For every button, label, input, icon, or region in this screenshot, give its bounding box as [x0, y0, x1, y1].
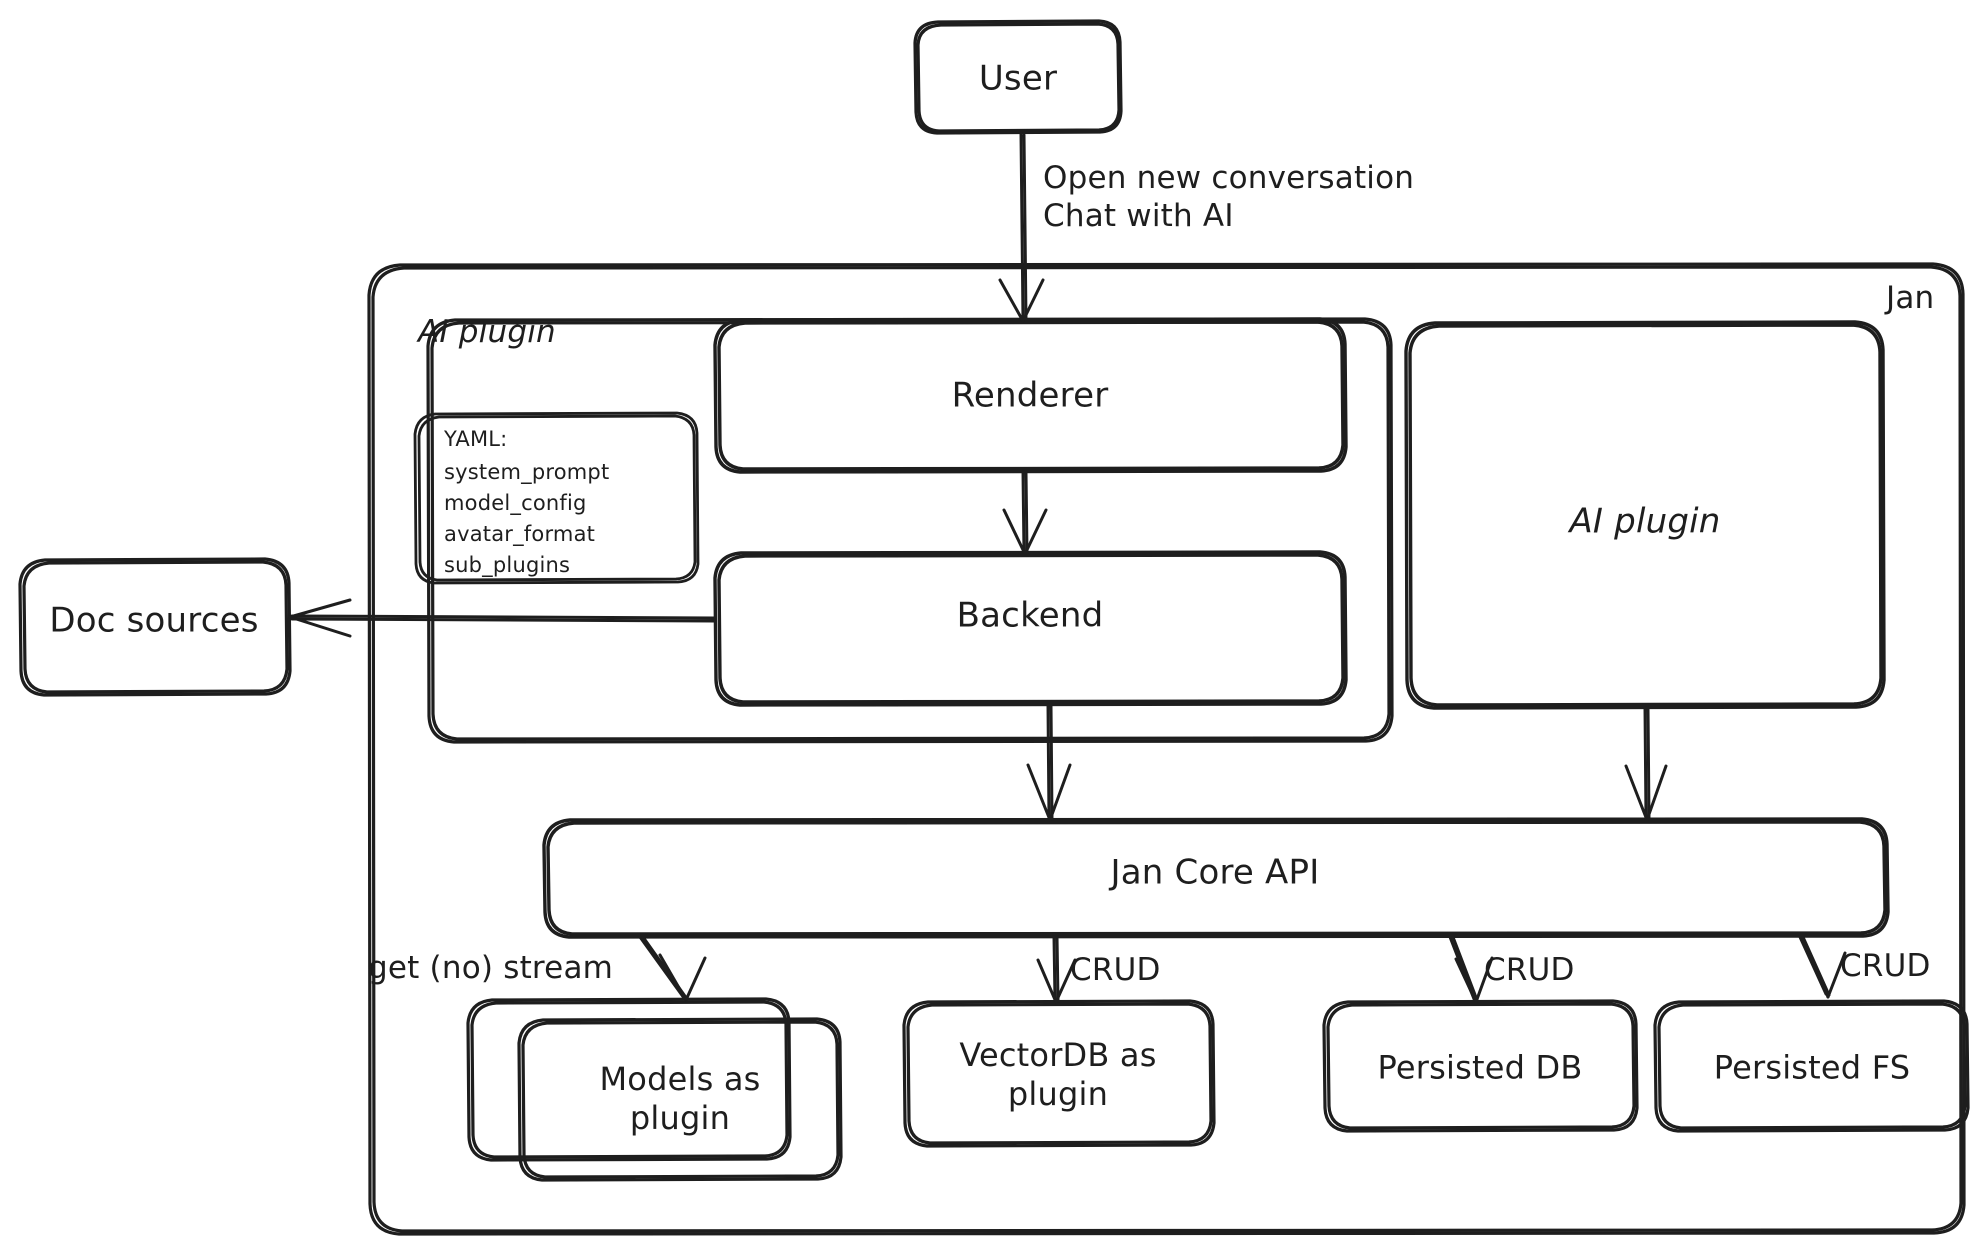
persisted-db-label: Persisted DB	[1377, 1048, 1583, 1087]
jan-core-api-box-shape	[542, 817, 1890, 939]
renderer-box-shape	[713, 317, 1348, 474]
arrow-core-api-to-models	[638, 935, 707, 1002]
ai-plugin-group-shape	[426, 317, 1394, 744]
backend-label: Backend	[956, 595, 1104, 636]
models-plugin-back-box-shape	[466, 997, 792, 1162]
models-plugin-front-box-shape	[517, 1017, 843, 1182]
ai-plugin-group-label: AI plugin	[418, 314, 556, 350]
doc-sources-box-shape	[18, 557, 292, 697]
arrow-backend-to-core-api	[1026, 703, 1072, 822]
arrow-user-to-renderer	[998, 131, 1045, 323]
jan-container-shape	[367, 262, 1966, 1236]
jan-core-api-label: Jan Core API	[1110, 852, 1320, 893]
arrow-renderer-to-backend	[1002, 470, 1048, 556]
models-plugin-label: Models as plugin	[599, 1059, 761, 1137]
vectordb-plugin-box-shape	[902, 999, 1216, 1148]
arrow-core-api-to-persisted-db	[1448, 935, 1494, 1004]
edge-label-crud-vectordb: CRUD	[1070, 952, 1161, 988]
persisted-fs-label: Persisted FS	[1713, 1048, 1911, 1087]
arrow-backend-to-doc-sources	[288, 598, 717, 638]
ai-plugin-box-label: AI plugin	[1569, 501, 1721, 542]
backend-box-shape	[713, 550, 1348, 707]
arrow-core-api-to-persisted-fs	[1798, 935, 1847, 999]
yaml-key-model-config: model_config	[444, 491, 587, 515]
yaml-card-heading: YAML:	[444, 427, 508, 451]
edge-label-get-no-stream: get (no) stream	[368, 950, 614, 986]
renderer-label: Renderer	[951, 375, 1109, 416]
edge-label-user-to-renderer: Open new conversation Chat with AI	[1043, 160, 1415, 234]
arrow-core-api-to-vectordb	[1036, 935, 1077, 1004]
edge-label-crud-persisted-fs: CRUD	[1840, 948, 1931, 984]
yaml-card-shape	[413, 411, 700, 585]
doc-sources-label: Doc sources	[49, 600, 259, 641]
persisted-db-box-shape	[1322, 999, 1639, 1133]
edge-label-crud-persisted-db: CRUD	[1484, 952, 1575, 988]
vectordb-plugin-label: VectorDB as plugin	[959, 1035, 1157, 1113]
user-label: User	[978, 58, 1058, 99]
arrow-ai-plugin-to-core-api	[1624, 706, 1668, 822]
yaml-key-system-prompt: system_prompt	[444, 460, 610, 484]
user-box-shape	[913, 19, 1123, 135]
ai-plugin-box-shape	[1404, 320, 1886, 710]
yaml-key-sub-plugins: sub_plugins	[444, 553, 571, 577]
yaml-key-avatar-format: avatar_format	[444, 522, 596, 546]
persisted-fs-box-shape	[1653, 999, 1970, 1133]
jan-container-label: Jan	[1886, 280, 1935, 316]
